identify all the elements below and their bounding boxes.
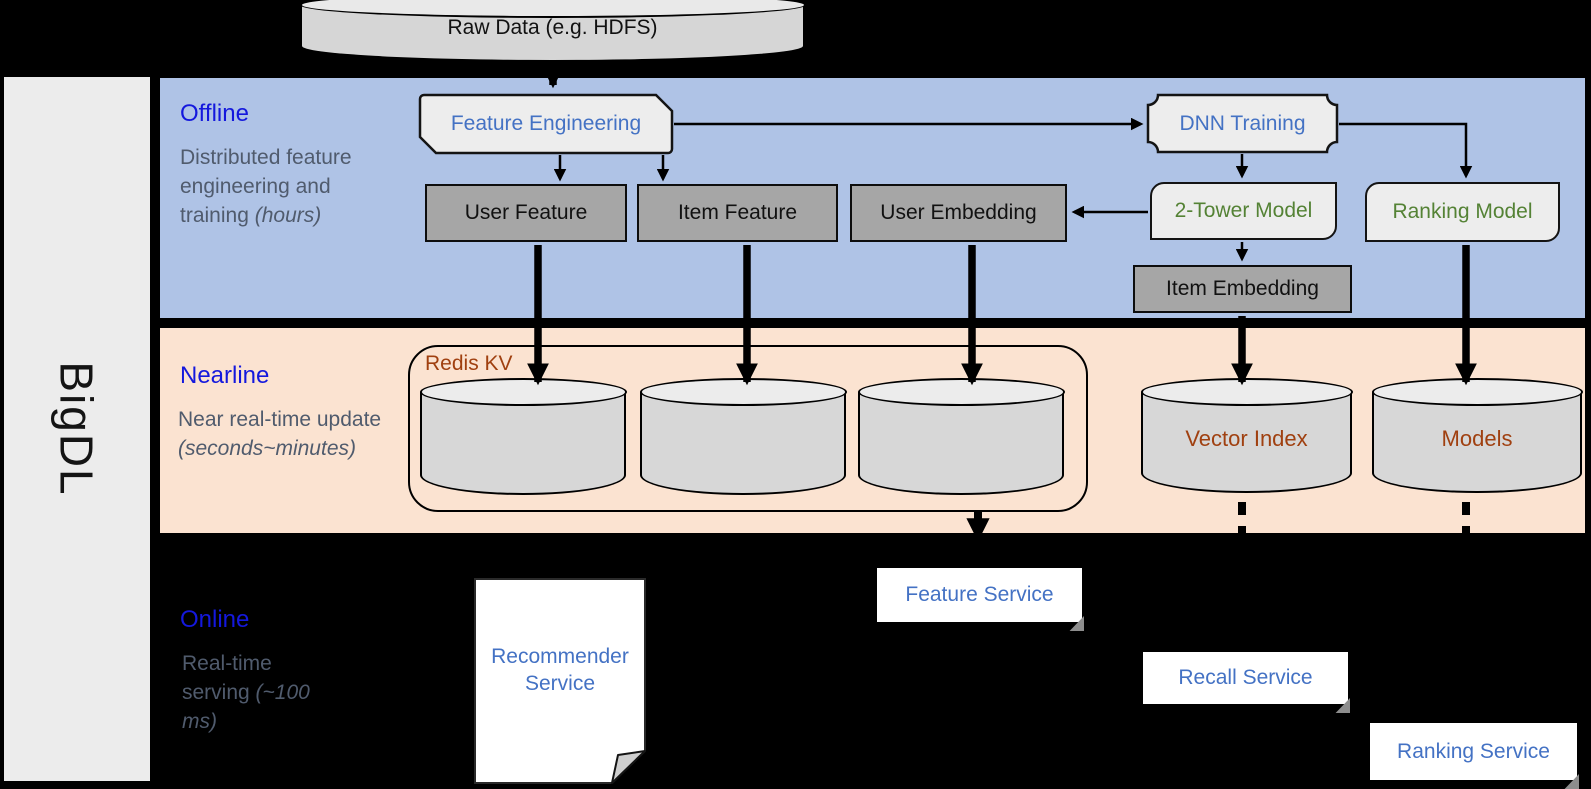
nearline-title: Nearline — [180, 362, 270, 389]
vector-index-label: Vector Index — [1185, 426, 1308, 451]
redis-cylinder-1 — [419, 378, 627, 495]
recall-service-label: Recall Service — [1178, 666, 1313, 689]
online-description-text: Real-time serving — [182, 652, 272, 704]
raw-data-label: Raw Data (e.g. HDFS) — [447, 16, 658, 39]
feature-engineering-node: Feature Engineering — [450, 112, 642, 135]
document-fold-icon — [611, 750, 646, 784]
two-tower-model-node: 2-Tower Model — [1150, 182, 1337, 240]
ranking-model-node: Ranking Model — [1365, 182, 1560, 242]
nearline-description: Near real-time update (seconds~minutes) — [178, 406, 398, 464]
offline-description-note: (hours) — [254, 203, 322, 227]
ranking-service-node: Ranking Service — [1370, 723, 1579, 789]
nearline-description-note: (seconds~minutes) — [178, 436, 356, 460]
item-embedding-node: Item Embedding — [1133, 265, 1352, 313]
recall-service-node: Recall Service — [1143, 652, 1350, 713]
redis-cylinder-3 — [857, 378, 1065, 495]
ranking-service-label: Ranking Service — [1397, 739, 1550, 763]
user-embedding-node: User Embedding — [850, 184, 1067, 242]
raw-data-store: Raw Data (e.g. HDFS) — [299, 0, 806, 62]
online-description-note: (~100 ms) — [182, 680, 310, 733]
item-feature-node: Item Feature — [637, 184, 838, 242]
folded-corner-icon — [1564, 774, 1579, 789]
recommender-service-node: Recommender Service — [491, 644, 629, 695]
dnn-training-node: DNN Training — [1179, 111, 1306, 135]
bigdl-sidebar: BigDL — [4, 77, 150, 781]
offline-description: Distributed feature engineering and trai… — [180, 144, 365, 231]
feature-service-node: Feature Service — [877, 568, 1084, 631]
offline-description-text: Distributed feature engineering and trai… — [180, 146, 352, 227]
feature-service-label: Feature Service — [905, 583, 1054, 606]
nearline-description-text: Near real-time update — [178, 408, 382, 431]
online-title: Online — [180, 606, 250, 633]
offline-title: Offline — [180, 100, 249, 127]
redis-kv-label: Redis KV — [425, 352, 513, 375]
models-store: Models — [1371, 378, 1583, 493]
redis-cylinder-2 — [639, 378, 847, 495]
user-feature-node: User Feature — [425, 184, 627, 242]
bigdl-logo-text: BigDL — [50, 361, 103, 497]
folded-corner-icon — [1069, 616, 1084, 631]
online-description: Real-time serving (~100 ms) — [182, 650, 322, 737]
vector-index-store: Vector Index — [1140, 378, 1353, 493]
folded-corner-icon — [1335, 698, 1350, 713]
models-label: Models — [1441, 426, 1513, 451]
